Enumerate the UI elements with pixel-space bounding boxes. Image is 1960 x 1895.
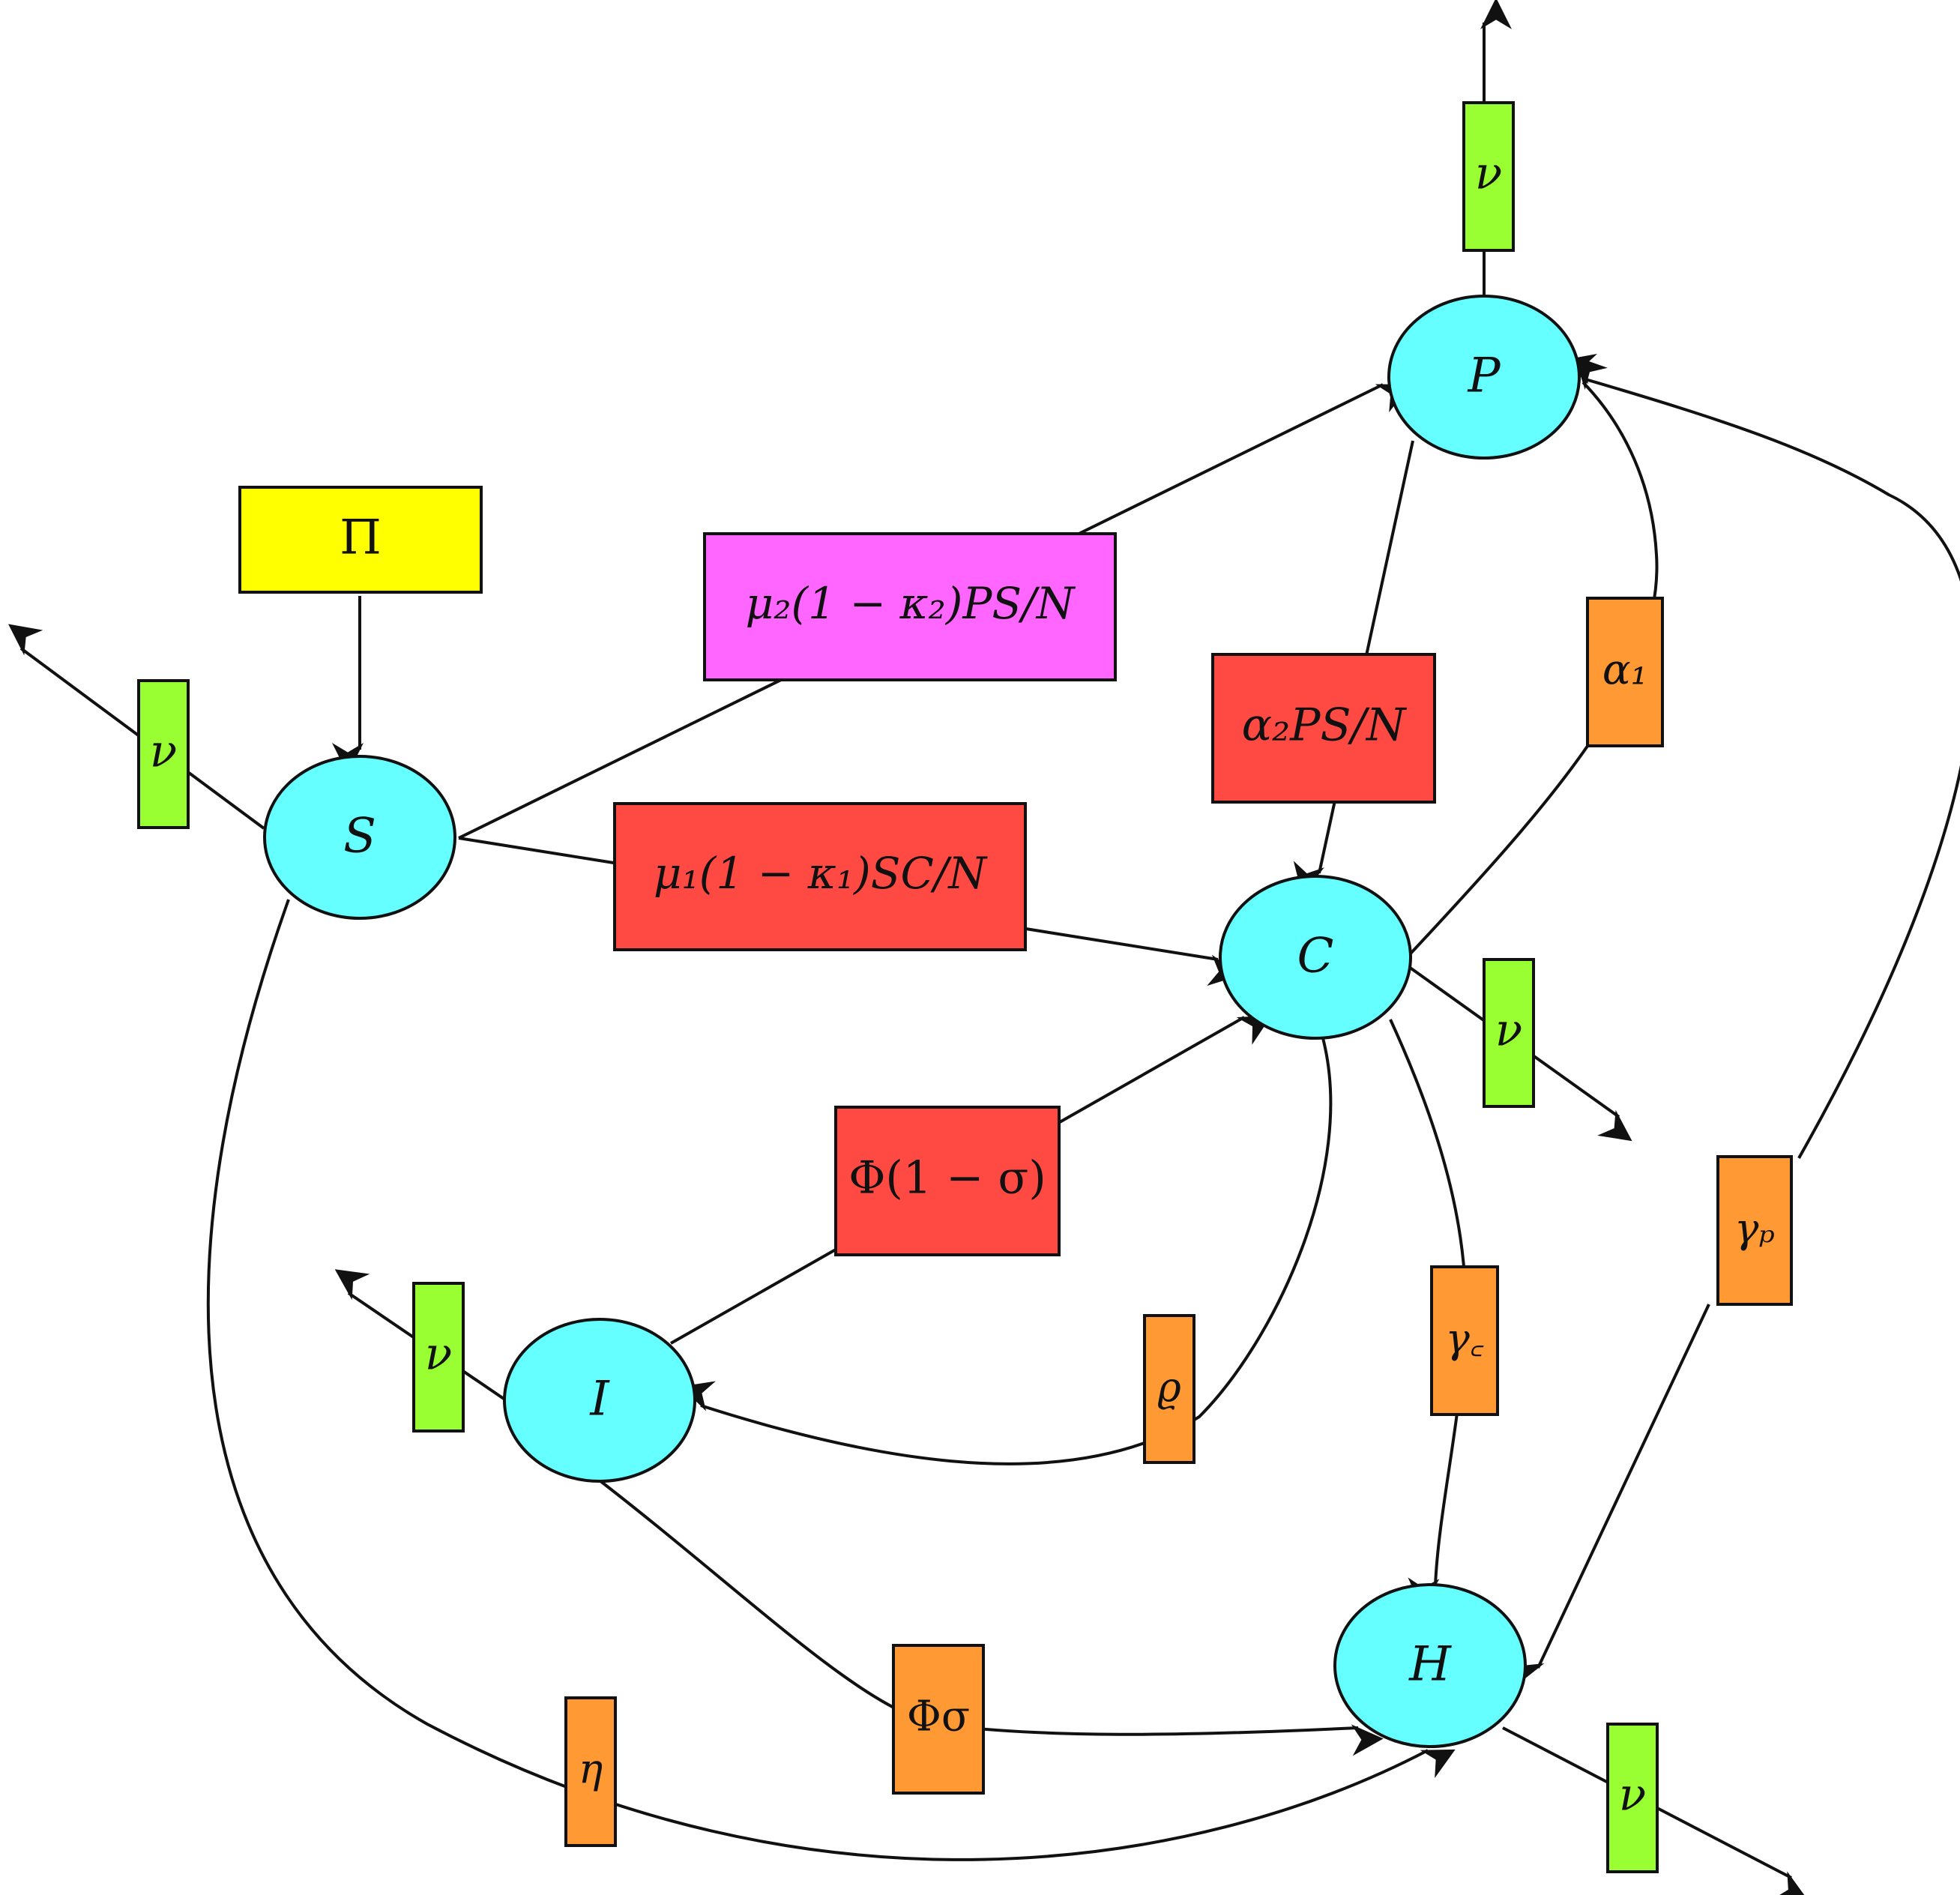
- phi-transmission-box: Φ(1 − σ): [834, 1106, 1061, 1256]
- gamma-c-box: γ꜀: [1430, 1265, 1499, 1416]
- nu-box-h: ν: [1606, 1723, 1659, 1873]
- nu-label: ν: [1495, 1004, 1522, 1057]
- compartment-i: I: [503, 1318, 696, 1483]
- edge-s-to-h: [206, 899, 1456, 1861]
- alpha2-label: α₂PS/N: [1242, 699, 1408, 752]
- phi-sigma-box: Φσ: [892, 1644, 985, 1795]
- compartment-c: C: [1219, 875, 1412, 1040]
- mu1-transmission-box: μ₁(1 − κ₁)SC/N: [613, 802, 1027, 951]
- gamma-c-label: γ꜀: [1446, 1315, 1484, 1362]
- nu-box-p: ν: [1462, 101, 1515, 252]
- compartment-h: H: [1333, 1583, 1527, 1748]
- eta-label: η: [579, 1745, 603, 1792]
- nu-box-c: ν: [1483, 958, 1535, 1108]
- rho-box: ϱ: [1143, 1314, 1195, 1464]
- phi-sigma-label: Φσ: [907, 1693, 970, 1741]
- mu2-transmission-label: μ₂(1 − κ₂)PS/N: [746, 578, 1076, 629]
- nu-box-i: ν: [412, 1282, 465, 1432]
- gamma-p-label: γₚ: [1734, 1205, 1775, 1252]
- recruitment-box: Π: [238, 486, 483, 594]
- nu-label: ν: [425, 1328, 452, 1381]
- nu-label: ν: [150, 726, 177, 778]
- rho-label: ϱ: [1157, 1364, 1181, 1411]
- gamma-p-box: γₚ: [1716, 1155, 1793, 1306]
- edge-c-to-i: [681, 1037, 1333, 1465]
- edge-h-to-p-curve: [1562, 354, 1960, 1159]
- recruitment-label: Π: [340, 510, 382, 566]
- mu1-transmission-label: μ₁(1 − κ₁)SC/N: [654, 848, 989, 899]
- compartment-h-label: H: [1408, 1637, 1452, 1693]
- compartment-s-label: S: [343, 809, 376, 864]
- nu-box-s: ν: [137, 679, 190, 829]
- mu2-transmission-box: μ₂(1 − κ₂)PS/N: [703, 532, 1117, 681]
- alpha2-box: α₂PS/N: [1211, 653, 1436, 804]
- compartment-s: S: [263, 755, 456, 920]
- edge-gammap-to-h: [1516, 1304, 1710, 1686]
- alpha1-box: α₁: [1586, 597, 1664, 747]
- eta-box: η: [564, 1696, 617, 1847]
- nu-label: ν: [1475, 148, 1502, 200]
- compartment-c-label: C: [1297, 929, 1334, 984]
- phi-transmission-label: Φ(1 − σ): [848, 1152, 1046, 1205]
- compartment-p: P: [1387, 295, 1581, 460]
- compartment-p-label: P: [1467, 349, 1501, 404]
- compartment-i-label: I: [589, 1372, 610, 1427]
- nu-label: ν: [1619, 1769, 1646, 1822]
- alpha1-label: α₁: [1602, 646, 1647, 695]
